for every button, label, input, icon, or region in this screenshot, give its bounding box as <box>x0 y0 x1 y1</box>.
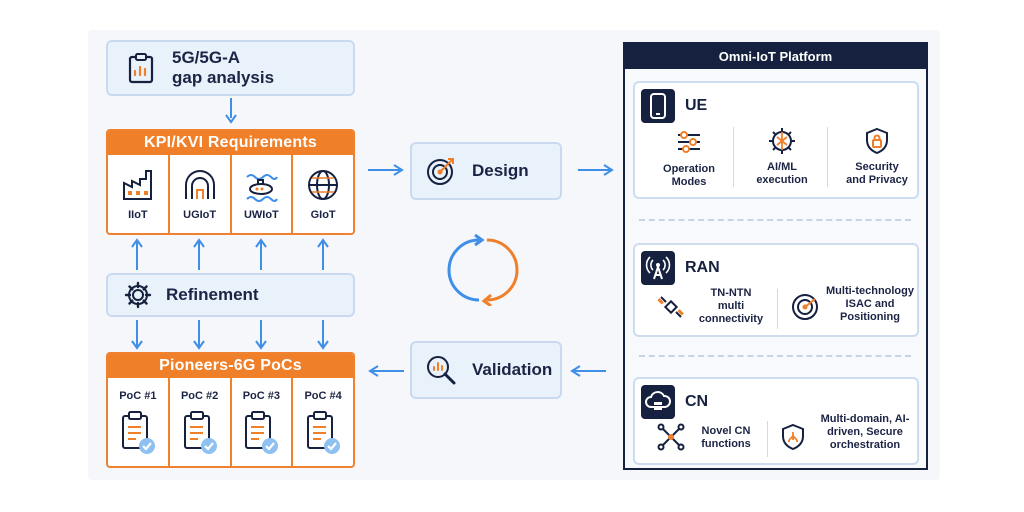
poc-label: PoC #2 <box>180 390 219 402</box>
satellite-icon <box>657 293 685 326</box>
poc-item: PoC #3 <box>232 378 294 466</box>
pocs-box: Pioneers-6G PoCs PoC #1 PoC #2 PoC # <box>106 352 355 468</box>
kpi-item-uwiot: UWIoT <box>232 155 294 233</box>
refinement-title: Refinement <box>166 285 259 304</box>
ue-item-line: Operation <box>663 163 715 175</box>
arrow-right-icon <box>578 164 614 176</box>
shield-lock-icon <box>866 127 888 155</box>
cn-section: CN Novel CN functions Multi-domain, AI- … <box>633 377 919 465</box>
cn-item-line: Multi-domain, AI- <box>820 413 910 425</box>
validation-box: Validation <box>410 341 562 399</box>
design-box: Design <box>410 142 562 200</box>
factory-icon <box>122 170 152 200</box>
ran-item-line: Positioning <box>840 311 900 323</box>
poc-label: PoC #3 <box>242 390 281 402</box>
kpi-item-label: GIoT <box>310 209 336 221</box>
section-divider <box>639 219 911 221</box>
kpi-requirements-box: KPI/KVI Requirements IIoT UGIoT <box>106 129 355 235</box>
cn-item-line: Novel CN <box>701 425 751 437</box>
ran-item-isac: Multi-technology ISAC and Positioning <box>821 285 919 324</box>
ue-title: UE <box>685 97 708 114</box>
design-title: Design <box>472 161 529 180</box>
poc-item: PoC #4 <box>293 378 353 466</box>
cn-item-novel-functions: Novel CN functions <box>691 425 761 451</box>
phone-icon <box>641 89 675 123</box>
shield-network-icon <box>779 423 807 456</box>
divider <box>733 127 734 187</box>
poc-label: PoC #4 <box>304 390 342 402</box>
globe-icon <box>308 170 339 200</box>
clipboard-check-icon <box>245 411 279 454</box>
ue-item-line: Security <box>855 161 899 173</box>
arrow-left-icon <box>570 365 606 377</box>
kpi-item-iiot: IIoT <box>108 155 170 233</box>
cycle-arrows-icon <box>447 234 519 306</box>
divider <box>777 289 778 329</box>
ran-section: RAN TN-NTN multi connectivity M <box>633 243 919 337</box>
ran-item-tn-ntn: TN-NTN multi connectivity <box>691 287 771 326</box>
ue-item-line: and Privacy <box>846 174 908 186</box>
refinement-box: Refinement <box>106 273 355 317</box>
kpi-item-label: UGIoT <box>183 209 217 221</box>
poc-label: PoC #1 <box>119 390 157 402</box>
divider <box>827 127 828 187</box>
ue-section: UE Operation Modes AI/ML execution <box>633 81 919 199</box>
arrow-left-icon <box>368 365 404 377</box>
clipboard-check-icon <box>307 411 341 454</box>
submarine-icon <box>246 174 279 202</box>
divider <box>767 421 768 457</box>
brain-chip-icon <box>769 128 795 154</box>
kpi-item-label: IIoT <box>128 209 148 221</box>
arrow-down-icon <box>225 98 237 124</box>
gap-analysis-box: 5G/5G-A gap analysis <box>106 40 355 96</box>
ue-item-security: Security and Privacy <box>835 127 919 187</box>
cloud-server-icon <box>641 385 675 419</box>
cn-item-line: orchestration <box>829 439 901 451</box>
ran-item-line: multi <box>717 300 745 312</box>
gap-analysis-title-line2: gap analysis <box>172 68 275 87</box>
clipboard-chart-icon <box>128 53 154 84</box>
ue-item-line: Modes <box>671 176 707 188</box>
cn-item-line: functions <box>701 438 751 450</box>
poc-item: PoC #2 <box>170 378 232 466</box>
kpi-item-giot: GIoT <box>293 155 353 233</box>
kpi-item-ugiot: UGIoT <box>170 155 232 233</box>
clipboard-check-icon <box>121 411 155 454</box>
network-nodes-icon <box>657 423 685 456</box>
tunnel-icon <box>184 170 215 199</box>
kpi-requirements-title: KPI/KVI Requirements <box>108 131 353 155</box>
gear-icon <box>124 281 152 309</box>
poc-item: PoC #1 <box>108 378 170 466</box>
gap-analysis-title-line1: 5G/5G-A <box>172 48 241 67</box>
magnifier-chart-icon <box>427 356 456 385</box>
cn-item-line: driven, Secure <box>827 426 903 438</box>
sliders-icon <box>678 131 700 153</box>
clipboard-check-icon <box>183 411 217 454</box>
ran-item-line: connectivity <box>698 313 764 325</box>
ran-item-line: TN-NTN <box>710 287 752 299</box>
ran-title: RAN <box>685 259 720 276</box>
antenna-icon <box>641 251 675 285</box>
refinement-down-arrows <box>131 320 329 350</box>
omni-iot-platform: Omni-IoT Platform UE Operation Modes <box>623 42 928 470</box>
cn-title: CN <box>685 393 709 410</box>
arrow-right-icon <box>368 164 404 176</box>
target-icon <box>427 158 454 185</box>
ue-item-line: AI/ML <box>767 161 797 173</box>
ue-item-ai-ml: AI/ML execution <box>743 127 821 187</box>
ue-item-line: execution <box>756 174 808 186</box>
radar-icon <box>791 293 819 326</box>
kpi-item-label: UWIoT <box>243 209 279 221</box>
ran-item-line: ISAC and <box>845 298 895 310</box>
validation-title: Validation <box>472 360 553 379</box>
cn-item-orchestration: Multi-domain, AI- driven, Secure orchest… <box>811 413 919 452</box>
ran-item-line: Multi-technology <box>826 285 914 297</box>
section-divider <box>639 355 911 357</box>
refinement-up-arrows <box>131 238 329 270</box>
pocs-title: Pioneers-6G PoCs <box>108 354 353 378</box>
ue-item-operation-modes: Operation Modes <box>653 129 725 189</box>
platform-title: Omni-IoT Platform <box>625 44 926 69</box>
